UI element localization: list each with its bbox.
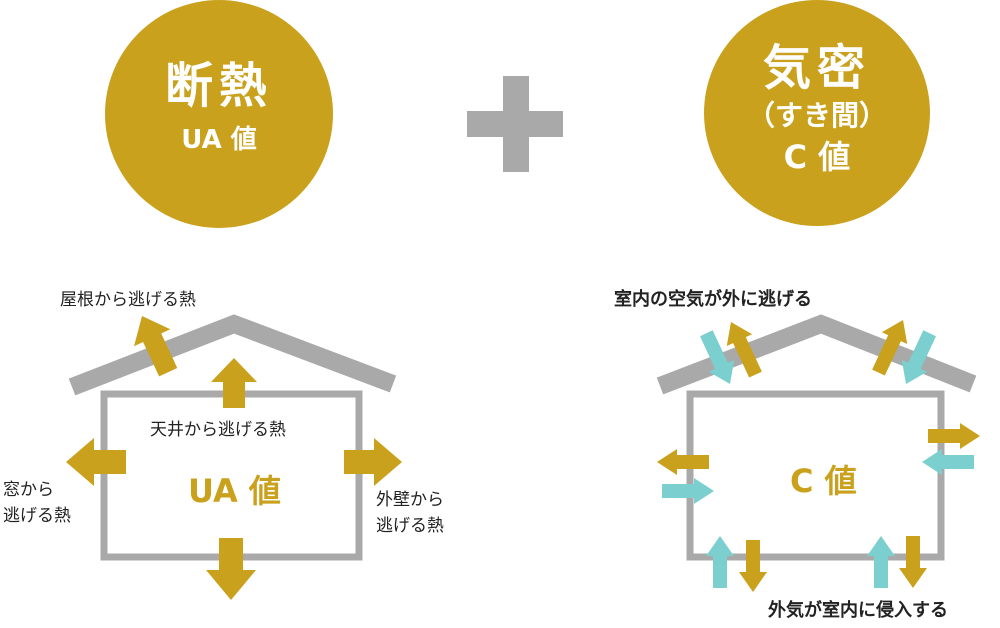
ceiling-heat-arrow xyxy=(211,358,257,408)
airtightness-title: 気密 xyxy=(762,40,871,96)
roof-heat-arrow xyxy=(134,316,178,377)
air-intrusion-label: 外気が室内に侵入する xyxy=(768,600,948,621)
ceiling-heat-label: 天井から逃げる熱 xyxy=(150,420,286,440)
right-house-walls xyxy=(686,390,945,561)
c-value-label: C 値 xyxy=(783,138,851,176)
right-house xyxy=(656,314,977,561)
ua-center-value: UA 値 xyxy=(188,472,281,510)
right-wall-air-in-arrow xyxy=(922,449,974,475)
left-wall-air-in-arrow xyxy=(662,478,714,504)
window-heat-label-line1: 窓から xyxy=(3,480,54,500)
c-center-value: C 値 xyxy=(790,462,857,500)
floor-heat-arrow xyxy=(206,538,256,600)
roof-right-air-in-arrow xyxy=(901,330,937,384)
floor-right-air-in-arrow xyxy=(867,536,895,588)
ua-value-label: UA 値 xyxy=(181,125,257,155)
roof-left-air-in-arrow xyxy=(699,330,735,384)
floor-left-air-in-arrow xyxy=(706,536,734,588)
insulation-title: 断熱 xyxy=(164,58,273,114)
insulation-badge: 断熱 UA 値 xyxy=(105,0,333,228)
right-wall-air-out-arrow xyxy=(928,423,980,449)
window-heat-label-line2: 逃げる熱 xyxy=(3,506,71,526)
roof-left-air-out-arrow xyxy=(726,322,762,378)
floor-right-air-out-arrow xyxy=(899,536,927,588)
airtightness-badge: 気密 （すき間） C 値 xyxy=(704,0,930,226)
wall-heat-arrow xyxy=(344,438,402,486)
wall-heat-label-line2: 逃げる熱 xyxy=(376,516,444,536)
left-roof xyxy=(68,314,397,396)
window-heat-arrow xyxy=(66,438,126,486)
plus-icon xyxy=(467,76,563,172)
gap-note: （すき間） xyxy=(746,99,887,132)
air-escape-label: 室内の空気が外に逃げる xyxy=(614,289,812,310)
left-wall-air-out-arrow xyxy=(657,449,709,475)
roof-heat-label: 屋根から逃げる熱 xyxy=(60,290,196,310)
wall-heat-label-line1: 外壁から xyxy=(376,490,444,510)
floor-left-air-out-arrow xyxy=(739,540,767,592)
roof-right-air-out-arrow xyxy=(872,320,908,376)
